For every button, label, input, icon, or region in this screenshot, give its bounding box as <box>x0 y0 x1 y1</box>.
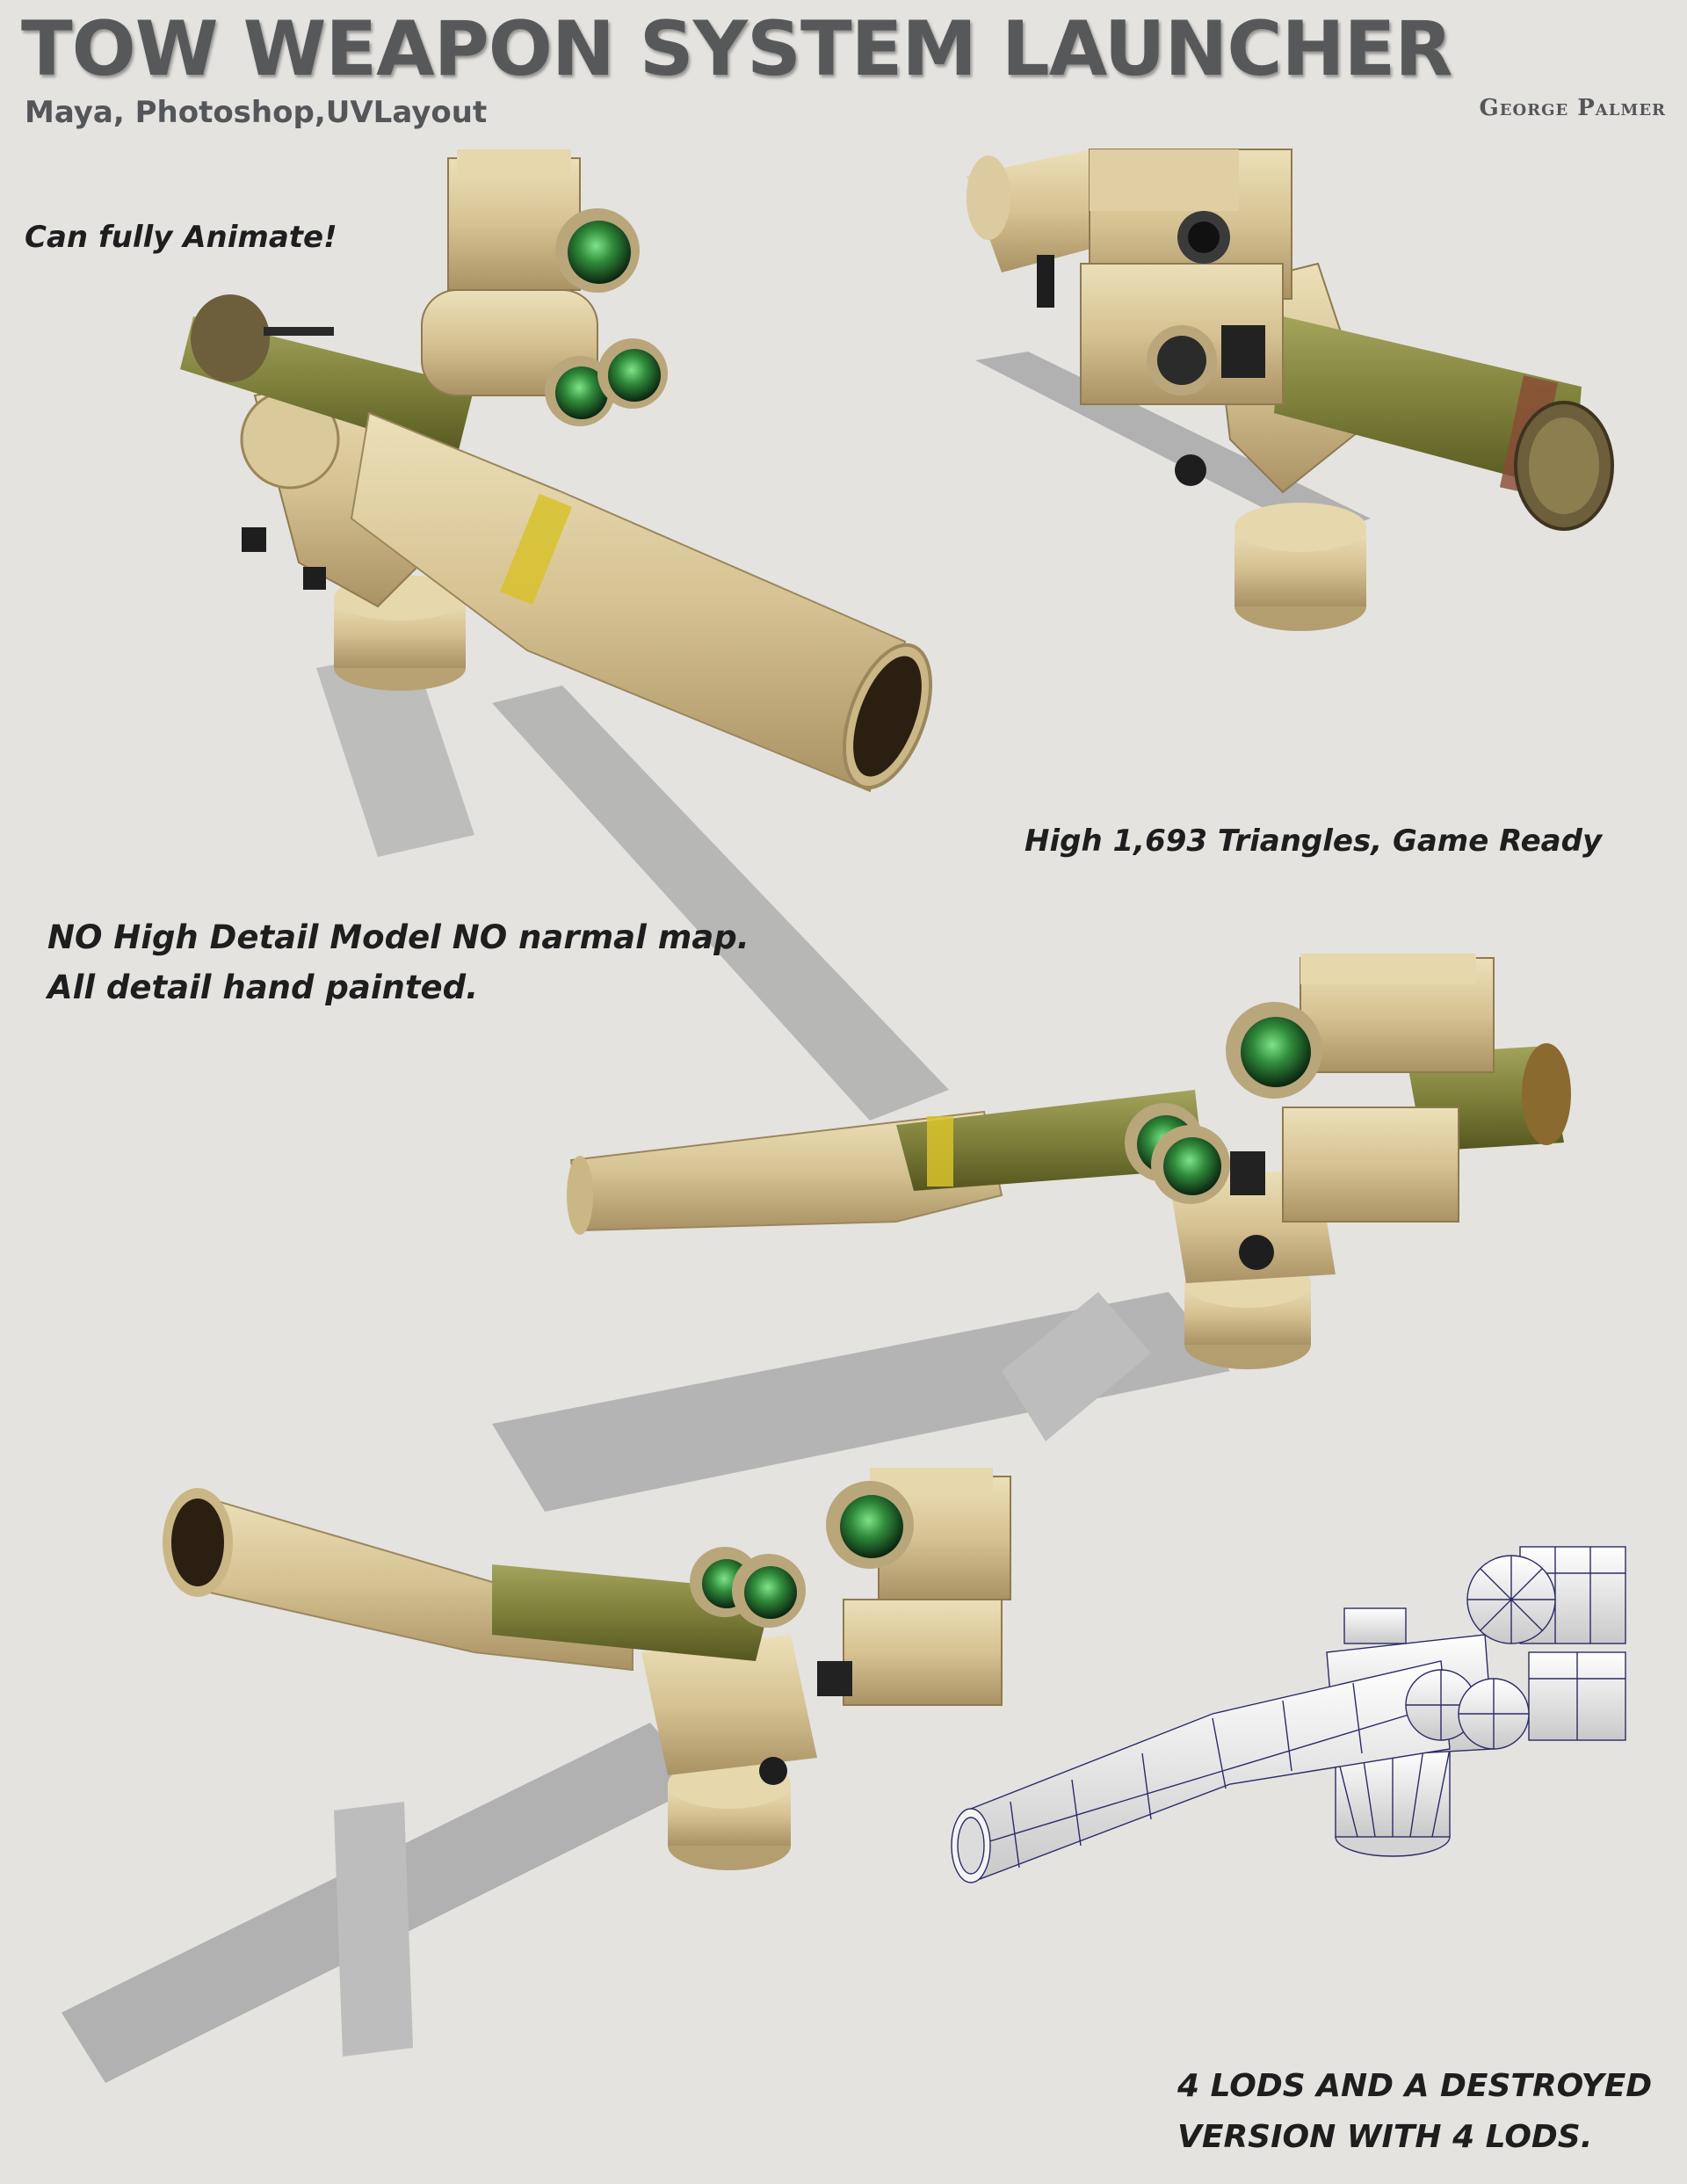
author-name: George Palmer <box>1479 95 1666 121</box>
launcher-rear-view <box>967 149 1614 631</box>
launcher-side-view <box>492 954 1571 1512</box>
lods-note-line: VERSION WITH 4 LODS. <box>1177 2119 1593 2155</box>
detail-note: NO High Detail Model NO narmal map. All … <box>47 912 749 1012</box>
triangles-note: High 1,693 Triangles, Game Ready <box>1025 824 1603 859</box>
detail-note-line: All detail hand painted. <box>47 969 479 1006</box>
page-title: TOW WEAPON SYSTEM LAUNCHER <box>21 5 1452 93</box>
shadow <box>316 650 474 857</box>
shadow <box>492 686 949 1121</box>
shadow <box>1002 1292 1151 1441</box>
lods-note-line: 4 LODS AND A DESTROYED <box>1177 2068 1653 2104</box>
launcher-wireframe-view <box>951 1546 1626 1883</box>
launcher-low-angle-view <box>62 1468 1011 2083</box>
lods-note: 4 LODS AND A DESTROYED VERSION WITH 4 LO… <box>1177 2061 1652 2163</box>
animate-note: Can fully Animate! <box>25 220 337 255</box>
detail-note-line: NO High Detail Model NO narmal map. <box>47 918 749 956</box>
launcher-front-left-view <box>180 149 949 1121</box>
shadow <box>975 352 1371 536</box>
tools-subtitle: Maya, Photoshop,UVLayout <box>25 95 488 130</box>
shadow <box>334 1802 413 2057</box>
